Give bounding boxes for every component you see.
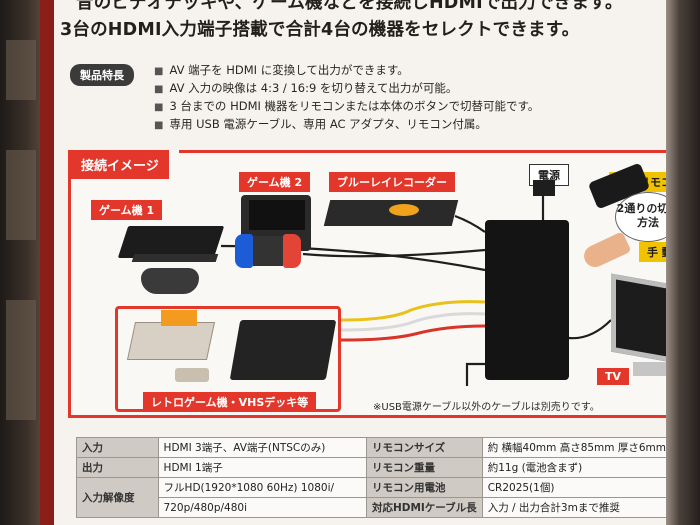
headline-line-2: 3台のHDMI入力端子搭載で合計4台の機器をセレクトできます。 — [60, 20, 580, 40]
label-tv: TV — [597, 368, 630, 385]
retro-cartridge — [161, 310, 197, 326]
hdmi-selector-unit — [485, 220, 569, 380]
connection-diagram: 接続イメージ ゲーム機 1 ゲーム機 2 ブルーレイレコーダー 電源 専用リモコ… — [68, 150, 672, 418]
tv-screen — [611, 273, 672, 365]
spec-row: 入力解像度 フルHD(1920*1080 60Hz) 1080i/ リモコン用電… — [76, 477, 672, 518]
spec-value: 約 横幅40mm 高さ85mm 厚さ6mm — [481, 437, 672, 458]
cable-av-red — [340, 324, 486, 342]
spec-row: 入力 HDMI 3端子、AV端子(NTSCのみ) リモコンサイズ 約 横幅40m… — [76, 437, 672, 458]
spec-row: 出力 HDMI 1端子 リモコン重量 約11g (電池含まず) — [76, 457, 672, 478]
spec-key: リモコンサイズ — [365, 437, 483, 458]
cable-tv — [568, 319, 612, 340]
diagram-top-border — [179, 150, 670, 153]
shelf-item — [6, 150, 36, 240]
label-power: 電源 — [529, 164, 569, 186]
cable-av-white — [340, 312, 486, 332]
feature-item: 専用 USB 電源ケーブル、専用 AC アダプタ、リモコン付属。 — [154, 116, 539, 134]
power-plug — [533, 180, 555, 196]
label-bluray: ブルーレイレコーダー — [329, 172, 455, 192]
game-console-2-screen — [249, 200, 305, 230]
gamepad — [141, 268, 199, 294]
spec-key: リモコン用電池 — [365, 477, 483, 498]
switch-methods-balloon: 2通りの切替方法 — [615, 192, 672, 242]
headline-line-1: 昔のビデオデッキや、ゲーム機などを接続しHDMIで出力できます。 — [76, 0, 623, 13]
spec-row: 720p/480p/480i 対応HDMIケーブル長 入力 / 出力合計3mまで… — [77, 497, 672, 518]
spec-table: 入力 HDMI 3端子、AV端子(NTSCのみ) リモコンサイズ 約 横幅40m… — [76, 437, 672, 518]
bluray-disc — [389, 204, 419, 216]
label-manual: 手 動 — [639, 242, 672, 262]
cable-game2 — [302, 248, 486, 258]
spec-key: 出力 — [76, 457, 159, 478]
product-box: 昔のビデオデッキや、ゲーム機などを接続しHDMIで出力できます。 3台のHDMI… — [40, 0, 672, 525]
spec-value: 約11g (電池含まず) — [481, 457, 672, 478]
cable-bluray — [454, 214, 486, 233]
feature-item: AV 端子を HDMI に変換して出力ができます。 — [154, 62, 539, 80]
spec-value: HDMI 3端子、AV端子(NTSCのみ) — [157, 437, 367, 458]
spec-value: フルHD(1920*1080 60Hz) 1080i/ — [157, 477, 367, 498]
game-console-2-grip — [253, 236, 283, 266]
spec-key: 入力 — [76, 437, 159, 458]
spec-key: 対応HDMIケーブル長 — [365, 497, 483, 518]
vhs-deck — [229, 320, 337, 380]
spec-value: HDMI 1端子 — [157, 457, 367, 478]
label-game1: ゲーム機 1 — [91, 200, 163, 220]
right-shelf — [666, 0, 700, 525]
tv-stand — [633, 362, 667, 376]
feature-item: AV 入力の映像は 4:3 / 16:9 を切り替えて出力が可能。 — [154, 80, 539, 98]
spec-value: 720p/480p/480i — [157, 497, 367, 518]
shelf-item — [6, 300, 36, 420]
left-shelf — [0, 0, 44, 525]
spec-key: リモコン重量 — [365, 457, 483, 478]
cable-av-yellow — [340, 300, 486, 322]
retro-controller — [175, 368, 209, 382]
game-console-2-right-controller — [283, 234, 301, 268]
spec-value: 入力 / 出力合計3mまで推奨 — [481, 497, 672, 518]
diagram-title: 接続イメージ — [71, 150, 169, 179]
cable-usb — [465, 362, 485, 386]
label-game2: ゲーム機 2 — [239, 172, 311, 192]
spec-value: CR2025(1個) — [481, 477, 672, 498]
retro-console — [126, 322, 216, 360]
feature-item: 3 台までの HDMI 機器をリモコンまたは本体のボタンで切替可能です。 — [154, 98, 539, 116]
features-list: AV 端子を HDMI に変換して出力ができます。 AV 入力の映像は 4:3 … — [154, 62, 539, 134]
shelf-item — [6, 40, 36, 100]
game-console-2-left-controller — [235, 234, 253, 268]
game-console-1-base — [131, 254, 219, 262]
spec-key: 入力解像度 — [76, 477, 159, 518]
label-retro: レトロゲーム機・VHSデッキ等 — [143, 392, 317, 412]
cable-note: ※USB電源ケーブル以外のケーブルは別売りです。 — [373, 402, 600, 413]
features-badge: 製品特長 — [70, 64, 134, 86]
